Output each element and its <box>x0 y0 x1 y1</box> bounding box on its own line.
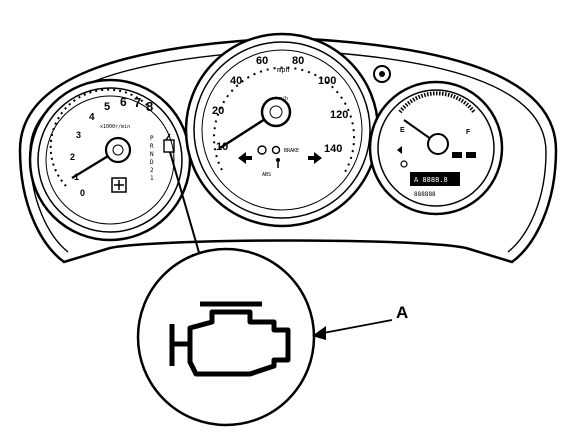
speedometer: 10 20 40 60 80 100 120 140 mph km/h BRAK… <box>184 32 380 228</box>
svg-text:ABS: ABS <box>262 172 271 178</box>
fuel-mark-f: F <box>466 129 471 136</box>
svg-text:D: D <box>150 159 154 166</box>
gear-indicator: P R N D 2 1 <box>150 135 154 182</box>
speed-mark-80: 80 <box>292 55 304 67</box>
svg-text:2: 2 <box>150 167 154 174</box>
speed-mark-20: 20 <box>212 105 224 117</box>
tach-mark-1: 1 <box>74 172 79 182</box>
speed-mark-60: 60 <box>256 55 268 67</box>
speed-mark-100: 100 <box>318 75 336 87</box>
callout-label: A <box>396 303 408 322</box>
speed-unit: mph <box>277 66 290 74</box>
magnified-view <box>136 247 316 427</box>
tach-unit: x1000r/min <box>100 124 130 130</box>
speed-mark-40: 40 <box>230 75 242 87</box>
tach-mark-6: 6 <box>120 95 127 109</box>
svg-text:1: 1 <box>150 175 154 182</box>
seatbelt-icon <box>276 158 280 168</box>
brake-label: BRAKE <box>284 148 299 154</box>
battery-icon <box>452 152 476 158</box>
oil-icon <box>400 160 408 168</box>
tach-mark-8: 8 <box>146 99 153 114</box>
odometer-display: A 8888.8 <box>414 176 448 184</box>
callout-a: A <box>312 303 408 340</box>
tach-mark-7: 7 <box>134 95 141 110</box>
engine-icon <box>169 301 291 377</box>
speed-mark-140: 140 <box>324 143 342 155</box>
speed-indicator-row: BRAKE ABS <box>238 145 322 178</box>
fuel-gauge: E F A 8888.8 888888 <box>368 80 504 216</box>
tach-mark-0: 0 <box>80 188 85 198</box>
tach-mark-4: 4 <box>89 112 95 123</box>
tach-mark-3: 3 <box>76 130 81 140</box>
tachometer: 1 2 3 4 5 6 7 8 0 x1000r/min P R N D 2 1 <box>28 78 192 242</box>
trip-display: 888888 <box>414 191 436 198</box>
svg-text:R: R <box>150 143 154 150</box>
speed-mark-120: 120 <box>330 109 348 121</box>
tach-mark-5: 5 <box>104 101 110 113</box>
turn-signal-icon <box>397 146 402 154</box>
svg-text:N: N <box>150 151 154 158</box>
svg-text:P: P <box>150 135 154 142</box>
check-engine-indicator-icon <box>163 133 175 153</box>
tach-mark-2: 2 <box>70 152 75 162</box>
fuel-mark-e: E <box>400 127 405 134</box>
tach-warning-icon <box>111 177 127 193</box>
trip-reset-knob <box>373 65 391 83</box>
